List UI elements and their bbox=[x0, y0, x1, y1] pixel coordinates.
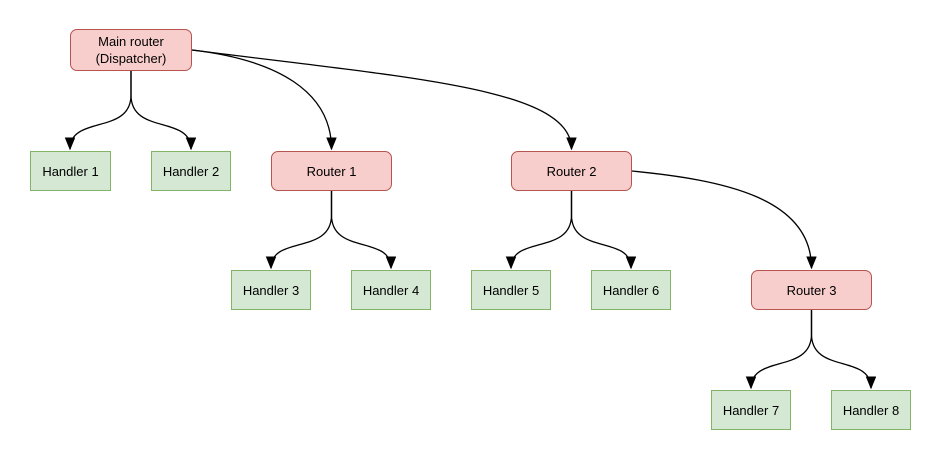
node-router-3-label: Router 3 bbox=[786, 282, 837, 298]
node-handler-5: Handler 5 bbox=[471, 270, 551, 310]
node-router-2: Router 2 bbox=[511, 151, 632, 191]
node-handler-4-label: Handler 4 bbox=[362, 282, 420, 298]
node-handler-6: Handler 6 bbox=[591, 270, 671, 310]
node-handler-2: Handler 2 bbox=[151, 151, 231, 191]
edge-router-2-to-router-3 bbox=[631, 170, 812, 268]
edge-router-3-to-handler-7 bbox=[751, 310, 813, 388]
edge-main-router-to-handler-2 bbox=[130, 71, 191, 149]
node-handler-7-label: Handler 7 bbox=[722, 402, 780, 418]
edge-main-router-to-router-1 bbox=[191, 49, 332, 149]
node-handler-3: Handler 3 bbox=[231, 270, 311, 310]
node-handler-8: Handler 8 bbox=[831, 390, 911, 430]
edge-router-2-to-handler-6 bbox=[570, 191, 632, 268]
node-handler-8-label: Handler 8 bbox=[842, 402, 900, 418]
edge-router-2-to-handler-5 bbox=[511, 191, 573, 268]
node-handler-1: Handler 1 bbox=[30, 151, 111, 191]
node-router-3: Router 3 bbox=[751, 270, 872, 310]
node-handler-1-label: Handler 1 bbox=[42, 163, 99, 179]
edge-router-3-to-handler-8 bbox=[810, 310, 872, 388]
edge-router-1-to-handler-4 bbox=[330, 191, 392, 268]
node-handler-3-label: Handler 3 bbox=[242, 282, 300, 298]
edge-main-router-to-router-2 bbox=[191, 49, 572, 149]
node-main-router-label: Main router (Dispatcher) bbox=[95, 34, 167, 66]
node-handler-7: Handler 7 bbox=[711, 390, 791, 430]
edge-main-router-to-handler-1 bbox=[70, 71, 132, 149]
node-handler-4: Handler 4 bbox=[351, 270, 431, 310]
node-router-1: Router 1 bbox=[271, 151, 392, 191]
edge-router-1-to-handler-3 bbox=[271, 191, 333, 268]
node-router-1-label: Router 1 bbox=[306, 163, 357, 179]
node-router-2-label: Router 2 bbox=[546, 163, 597, 179]
node-handler-6-label: Handler 6 bbox=[602, 282, 660, 298]
node-handler-5-label: Handler 5 bbox=[482, 282, 540, 298]
node-handler-2-label: Handler 2 bbox=[162, 163, 220, 179]
node-main-router: Main router (Dispatcher) bbox=[70, 29, 192, 71]
